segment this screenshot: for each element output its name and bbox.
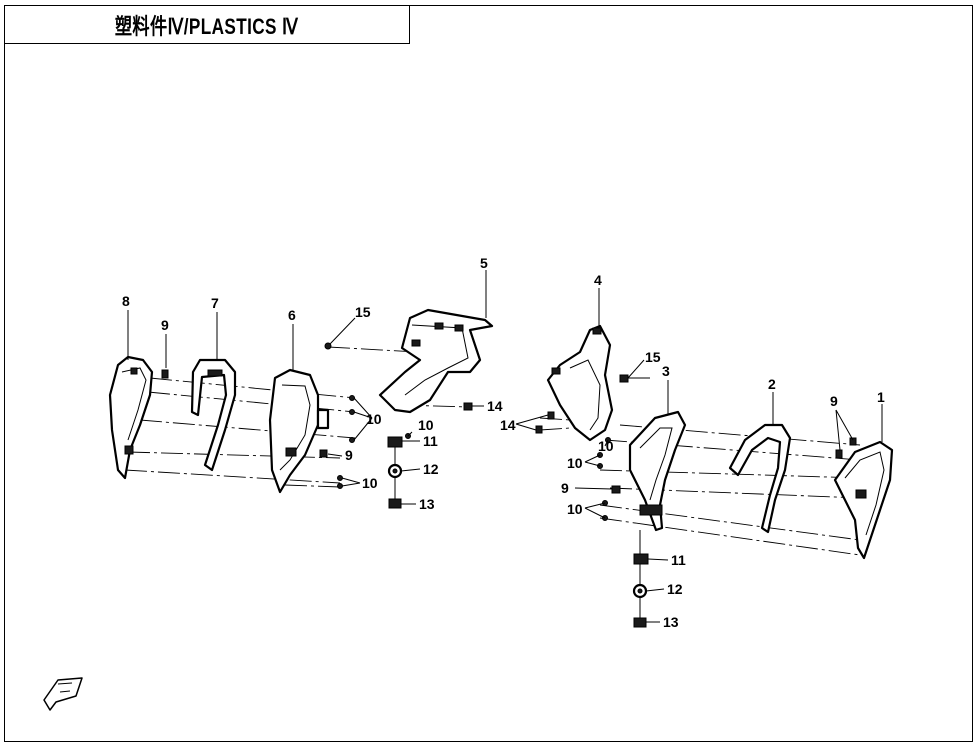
callout-10: 10: [598, 438, 614, 454]
drawing-frame: [4, 5, 973, 742]
part-8-side-panel: [108, 355, 154, 480]
part-4-center-bracket: [546, 324, 614, 442]
callout-13: 13: [663, 614, 679, 630]
callout-4: 4: [594, 272, 602, 288]
callout-10: 10: [418, 417, 434, 433]
part-2-u-frame: [728, 423, 792, 534]
callout-9: 9: [830, 393, 838, 409]
callout-6: 6: [288, 307, 296, 323]
callout-11: 11: [671, 552, 686, 568]
callout-8: 8: [122, 293, 130, 309]
callout-2: 2: [768, 376, 776, 392]
title-box: 塑料件Ⅳ/PLASTICS Ⅳ: [4, 5, 410, 44]
callout-13: 13: [419, 496, 435, 512]
fwd-arrow-icon: [43, 677, 83, 711]
callout-labels: 8 9 7 6 15 5 10 9 10 10 11 12 13 14 4 15…: [122, 255, 885, 630]
page-title: 塑料件Ⅳ/PLASTICS Ⅳ: [115, 13, 299, 39]
callout-7: 7: [211, 295, 219, 311]
callout-9: 9: [345, 447, 353, 463]
callout-5: 5: [480, 255, 488, 271]
callout-9: 9: [561, 480, 569, 496]
part-7-u-frame: [190, 358, 237, 472]
fasteners-left: [161, 342, 473, 509]
part-3-side-cover: [628, 410, 687, 532]
part-6-side-cover: [268, 368, 330, 494]
callout-12: 12: [423, 461, 439, 477]
callout-12: 12: [667, 581, 683, 597]
callout-15: 15: [645, 349, 661, 365]
callout-10: 10: [567, 455, 583, 471]
callout-15: 15: [355, 304, 371, 320]
callout-3: 3: [662, 363, 670, 379]
leader-lines: [127, 270, 883, 623]
callout-14: 14: [487, 398, 503, 414]
callout-10: 10: [362, 475, 378, 491]
callout-11: 11: [423, 433, 438, 449]
callout-10: 10: [567, 501, 583, 517]
part-5-center-bracket: [378, 308, 494, 414]
part-1-side-panel: [833, 440, 894, 560]
callout-14: 14: [500, 417, 516, 433]
callout-10: 10: [366, 411, 382, 427]
callout-1: 1: [877, 389, 885, 405]
callout-9: 9: [161, 317, 169, 333]
